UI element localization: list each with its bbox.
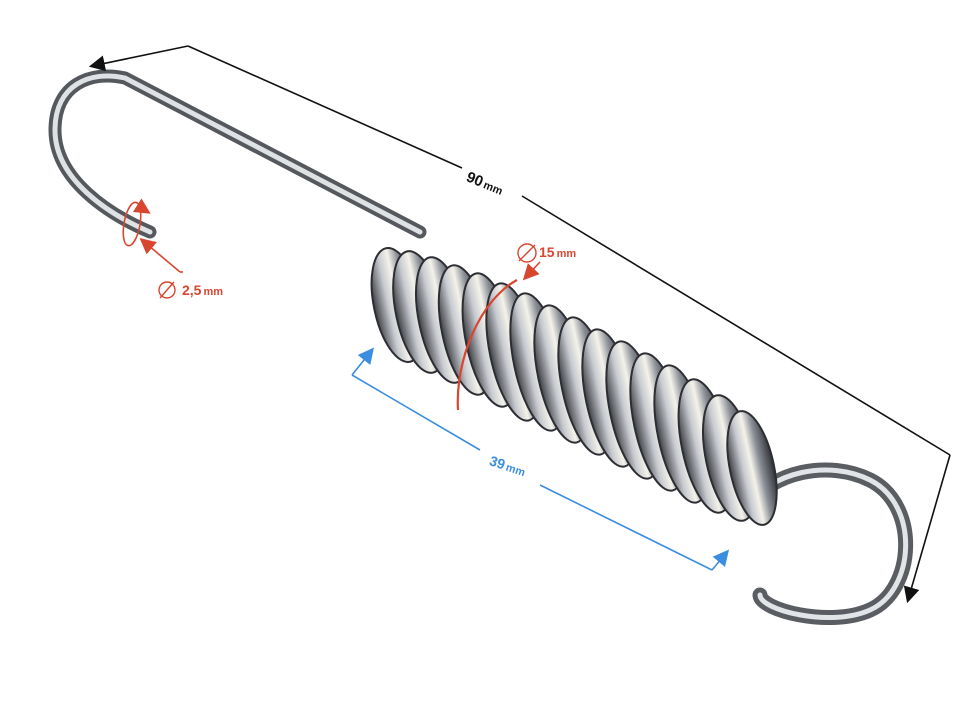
spring-coils (370, 247, 778, 526)
wire-diameter-unit: mm (203, 286, 224, 298)
coil-length-dimension (351, 347, 730, 571)
left-hook (48, 69, 427, 239)
right-hook (737, 462, 914, 625)
total-length-dimension (88, 45, 951, 604)
outer-diameter-unit: mm (556, 248, 577, 260)
wire-diameter-value: 2,5 (182, 282, 202, 298)
outer-diameter-value: 15 (539, 244, 555, 260)
wire-diameter-indicator (122, 198, 183, 299)
outer-diameter-indicator (456, 243, 541, 411)
